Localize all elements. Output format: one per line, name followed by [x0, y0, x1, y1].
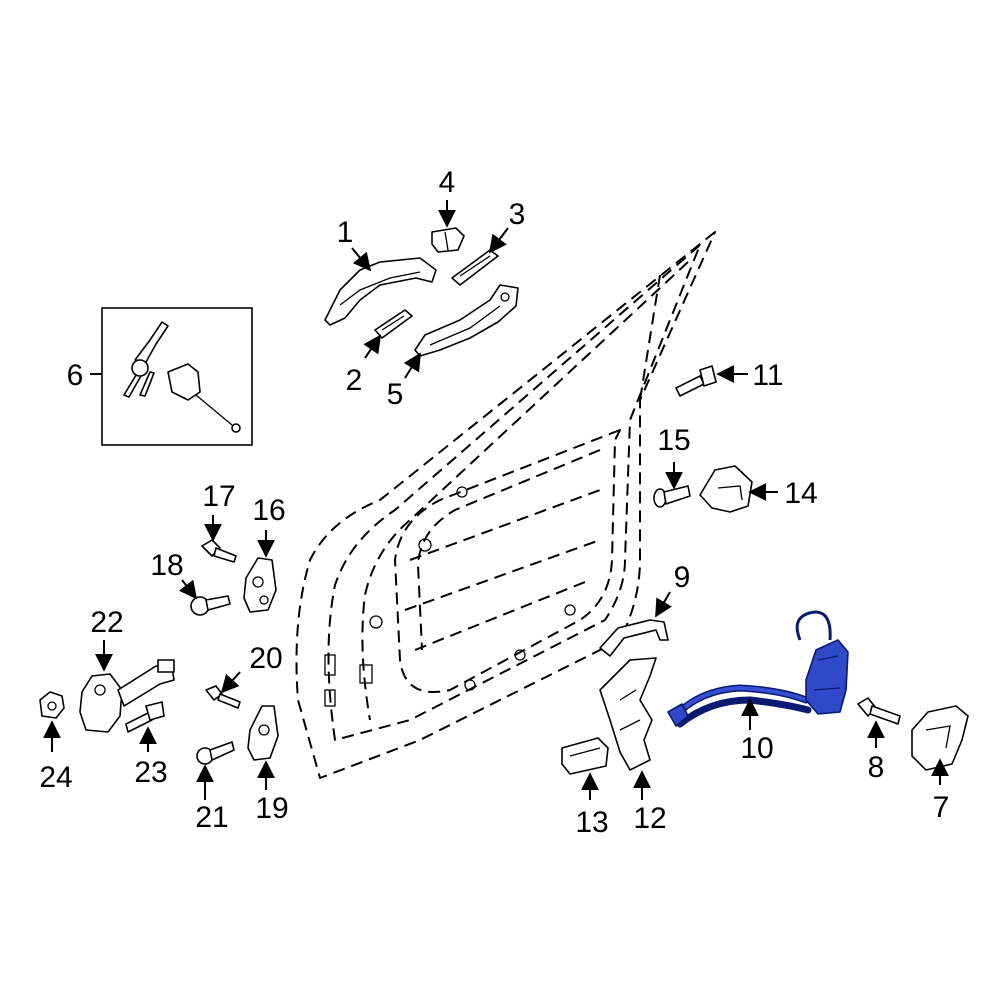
bracket-part-9[interactable] [599, 619, 669, 657]
callout-18: 18 [150, 549, 183, 582]
callout-17: 17 [202, 480, 235, 513]
bolt-part-21[interactable] [196, 741, 235, 765]
bolt-part-23[interactable] [125, 701, 165, 733]
bolt-part-11[interactable] [675, 365, 717, 397]
callout-24: 24 [39, 761, 72, 794]
screw-part-15[interactable] [653, 485, 691, 508]
nut-part-24[interactable] [39, 691, 65, 719]
handle-cap-part[interactable] [431, 227, 465, 253]
callout-8: 8 [868, 751, 885, 784]
handle-bracket-part[interactable] [414, 284, 519, 357]
hinge-lower-part-19[interactable] [247, 705, 279, 761]
callout-14: 14 [784, 477, 817, 510]
callout-3: 3 [509, 198, 526, 231]
gasket-part-3[interactable] [451, 249, 499, 286]
bolt-part-8[interactable] [857, 697, 901, 725]
door-shell-outline [295, 231, 716, 779]
striker-part-14[interactable] [699, 465, 753, 513]
callout-22: 22 [90, 606, 123, 639]
hinge-upper-part-16[interactable] [243, 557, 277, 613]
bolt-part-17[interactable] [201, 539, 237, 563]
clip-part-13[interactable] [561, 737, 609, 775]
door-check-part-22[interactable] [79, 659, 175, 733]
callout-15: 15 [657, 424, 690, 457]
cover-part-12[interactable] [599, 657, 657, 771]
callout-labels: 1 2 3 4 5 6 7 8 9 10 11 12 13 14 15 16 1… [39, 166, 949, 839]
outside-handle-part[interactable] [324, 257, 437, 326]
callout-7: 7 [933, 791, 950, 824]
callout-21: 21 [195, 801, 228, 834]
callout-1: 1 [337, 216, 354, 249]
bolt-part-20[interactable] [205, 685, 241, 709]
callout-20: 20 [249, 642, 282, 675]
callout-11: 11 [752, 359, 783, 392]
callout-2: 2 [346, 364, 363, 397]
callout-19: 19 [255, 792, 288, 825]
leader-arrows [43, 200, 949, 800]
callout-4: 4 [439, 166, 456, 199]
callout-13: 13 [575, 806, 608, 839]
door-latch-actuator-part-10[interactable] [667, 610, 849, 728]
callout-23: 23 [134, 756, 167, 789]
callout-6: 6 [67, 359, 84, 392]
callout-10: 10 [740, 732, 773, 765]
callout-16: 16 [252, 494, 285, 527]
bolt-part-18[interactable] [190, 595, 231, 616]
lock-cylinder-kit-box[interactable] [101, 307, 253, 446]
plate-part-7[interactable] [911, 705, 969, 771]
callout-5: 5 [387, 378, 404, 411]
gasket-part-2[interactable] [374, 309, 413, 339]
callout-12: 12 [633, 802, 666, 835]
callout-9: 9 [674, 561, 691, 594]
